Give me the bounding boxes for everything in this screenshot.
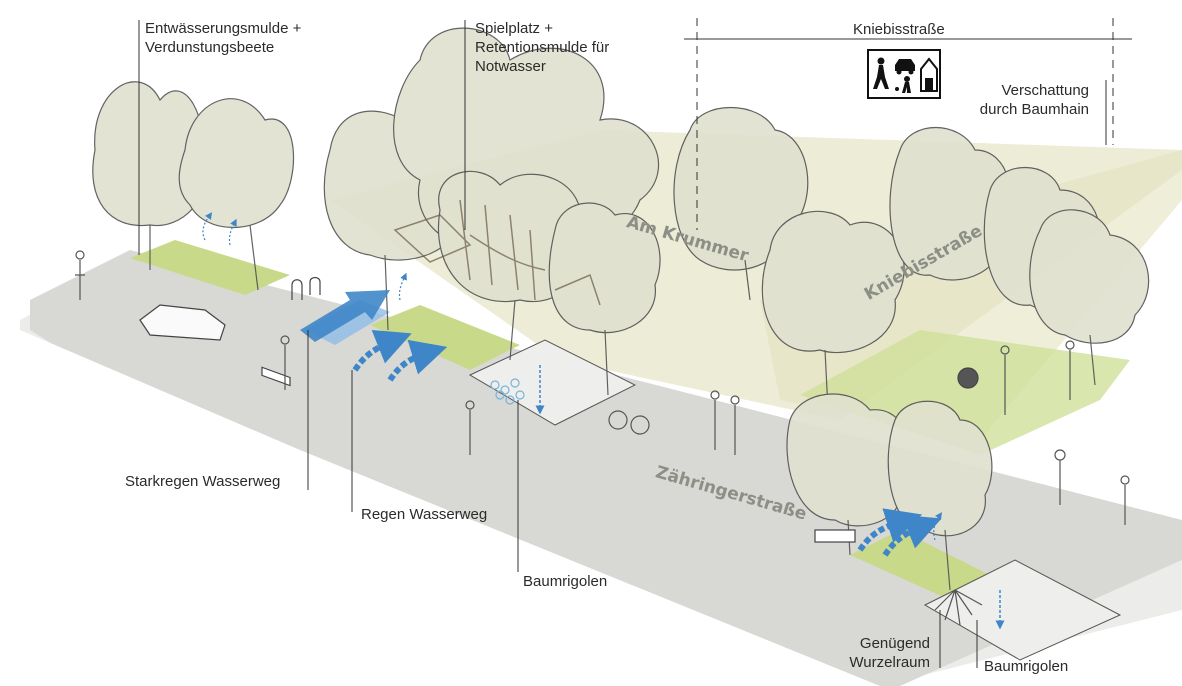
label-entwaesserungsmulde-line1: Entwässerungsmulde + bbox=[145, 20, 302, 37]
label-entwaesserungsmulde-line2: Verdunstungsbeete bbox=[145, 39, 275, 56]
label-wurzel-line1: Genügend bbox=[859, 635, 930, 652]
tree-13 bbox=[887, 400, 993, 537]
label-spielplatz: Spielplatz + Retentionsmulde für Notwass… bbox=[475, 19, 609, 76]
green-strip-right bbox=[850, 530, 990, 600]
shared-space-sign bbox=[867, 49, 941, 99]
car bbox=[139, 304, 226, 341]
tree-11 bbox=[1029, 209, 1150, 344]
child-icon bbox=[895, 76, 911, 93]
label-kniebisstrasse-header: Kniebisstraße bbox=[853, 21, 945, 38]
details bbox=[75, 250, 1130, 626]
regen-arrow-1 bbox=[352, 329, 412, 372]
label-spielplatz-line2: Retentionsmulde für bbox=[475, 39, 610, 56]
tree-6 bbox=[548, 202, 661, 334]
green-strip-left bbox=[130, 240, 290, 295]
label-baumrigolen-center: Baumrigolen bbox=[523, 573, 608, 590]
label-spielplatz-line3: Notwasser bbox=[475, 58, 546, 75]
leader-lines bbox=[138, 18, 1132, 668]
label-wurzel-line2: Wurzelraum bbox=[849, 654, 930, 671]
green-strip-center bbox=[370, 305, 520, 370]
label-verschattung: Verschattung durch Baumhain bbox=[955, 81, 1089, 119]
starkregen-arrow bbox=[300, 290, 390, 342]
tree-8 bbox=[761, 210, 905, 354]
tree-2 bbox=[178, 98, 295, 229]
label-verschattung-line2: durch Baumhain bbox=[979, 101, 1089, 118]
label-entwaesserungsmulde: Entwässerungsmulde + Verdunstungsbeete bbox=[145, 19, 301, 57]
trees bbox=[92, 27, 1150, 591]
road-zaehringerstrasse bbox=[30, 250, 1182, 686]
bench bbox=[261, 366, 291, 387]
label-starkregen-wasserweg: Starkregen Wasserweg bbox=[125, 473, 281, 490]
road-lower-left bbox=[20, 330, 880, 686]
regen-arrow-4 bbox=[882, 514, 942, 557]
playground-structure bbox=[393, 199, 601, 306]
label-regen-wasserweg: Regen Wasserweg bbox=[361, 506, 488, 523]
tree-grate bbox=[490, 378, 525, 405]
root-system bbox=[934, 589, 983, 626]
bench-right bbox=[814, 529, 856, 543]
label-verschattung-line1: Verschattung bbox=[1001, 82, 1089, 99]
label-baumrigolen-right: Baumrigolen bbox=[984, 658, 1069, 675]
bike-rack bbox=[291, 276, 321, 300]
pedestrian-icon bbox=[873, 57, 889, 89]
regen-arrow-3 bbox=[857, 508, 923, 552]
house-icon bbox=[920, 57, 938, 92]
regen-arrow-2 bbox=[387, 339, 448, 382]
water-arrows bbox=[202, 212, 1005, 630]
baumrigole-pit-center bbox=[468, 339, 637, 426]
green-plaza bbox=[800, 330, 1130, 455]
sculpture bbox=[957, 367, 979, 389]
label-genuegend-wurzelraum: Genügend Wurzelraum bbox=[830, 634, 930, 672]
people-sketches bbox=[75, 250, 1130, 525]
label-spielplatz-line1: Spielplatz + bbox=[475, 20, 553, 37]
car-icon bbox=[895, 59, 915, 75]
baumrigole-pit-right bbox=[923, 559, 1122, 661]
